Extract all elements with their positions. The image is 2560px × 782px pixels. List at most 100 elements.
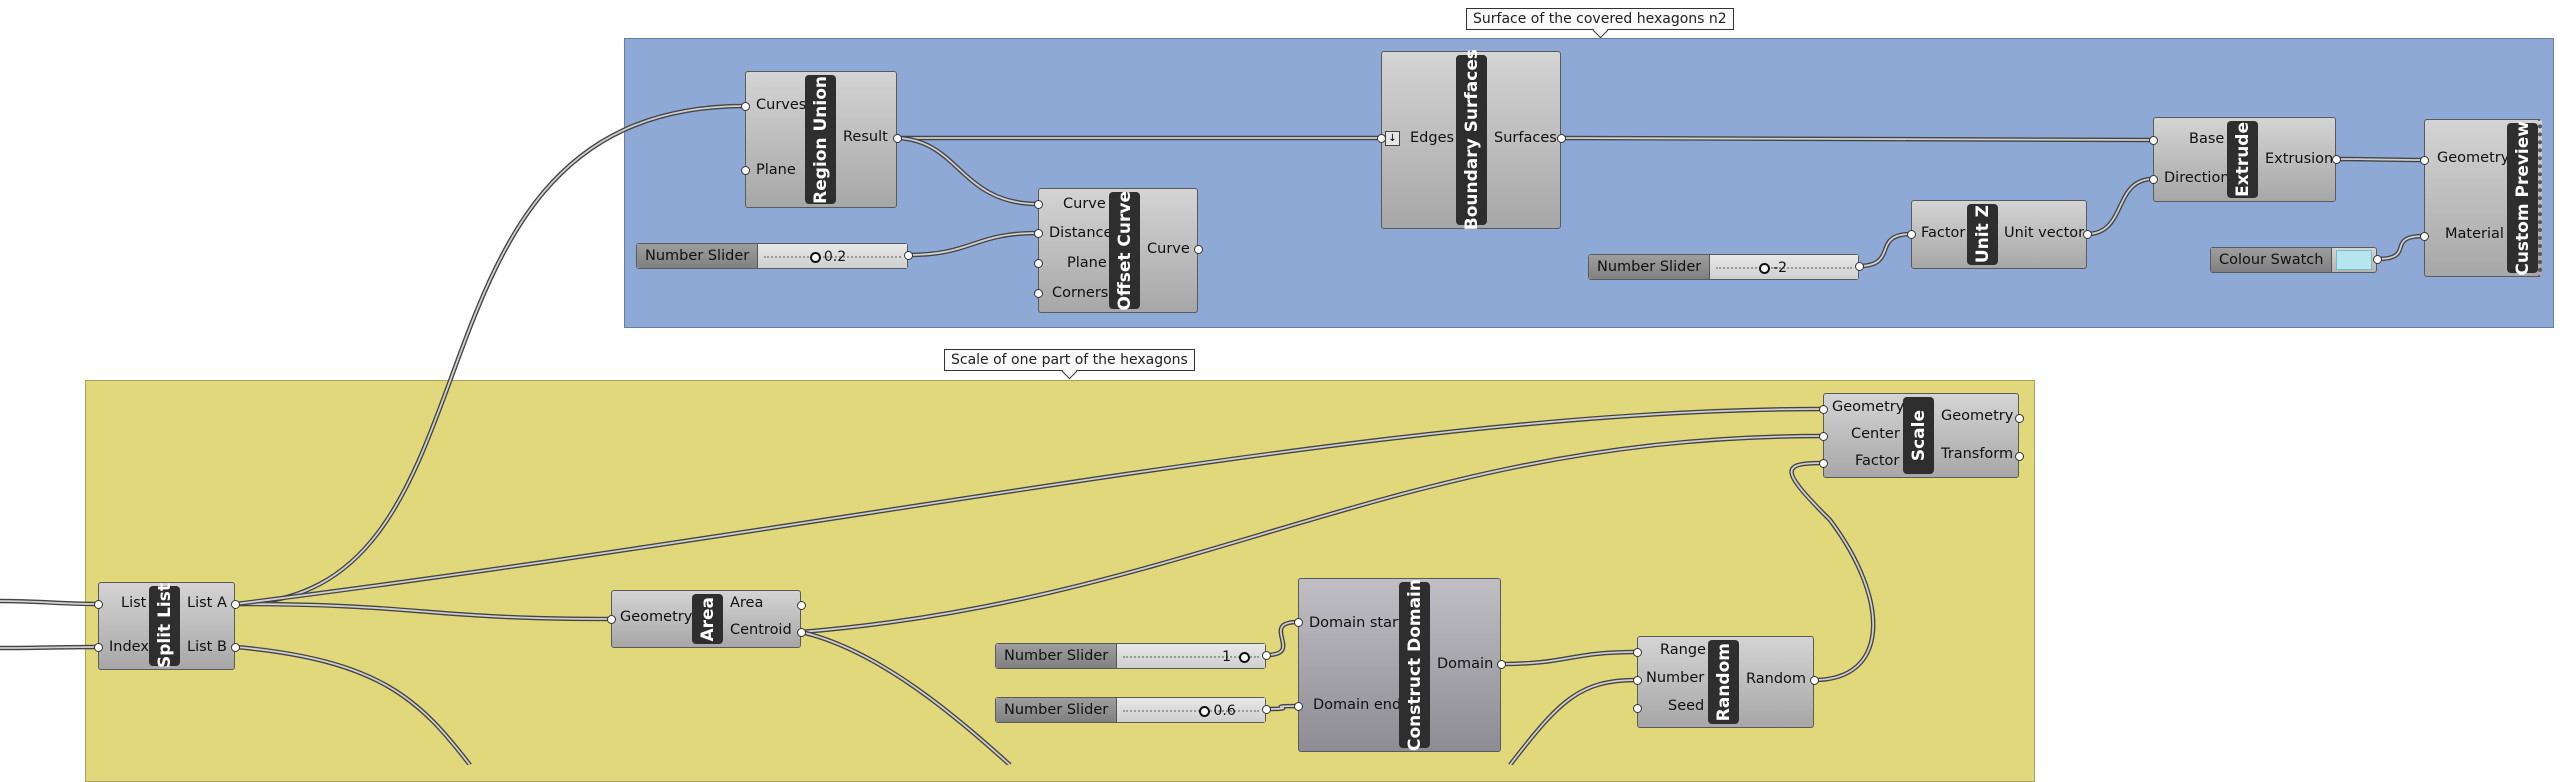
split-list-component[interactable]: List Index Split List List A List B — [98, 582, 235, 670]
port-label-centroid: Centroid — [730, 622, 792, 638]
construct-domain-output-domain[interactable] — [1497, 660, 1506, 669]
boundary-surfaces-title[interactable]: Boundary Surfaces — [1456, 49, 1487, 231]
port-label-transform: Transform — [1941, 446, 2014, 462]
offset-curve-output-curve[interactable] — [1194, 245, 1203, 254]
port-label-list-a: List A — [187, 595, 227, 611]
area-output-area[interactable] — [797, 601, 806, 610]
split-list-output-list-b[interactable] — [231, 643, 240, 652]
wire — [1265, 621, 1299, 656]
port-label-domain-start: Domain start — [1309, 615, 1404, 631]
wire — [235, 406, 1824, 607]
port-label-factor: Factor — [1921, 225, 1966, 241]
region-union-input-curves[interactable] — [741, 102, 750, 111]
slider-track[interactable]: -2 — [1710, 255, 1858, 279]
offset-curve-input-curve[interactable] — [1034, 200, 1043, 209]
extrude-component[interactable]: Base Direction Extrude Extrusion — [2153, 117, 2336, 202]
number-slider-domain-end[interactable]: Number Slider 0.6 — [995, 697, 1266, 723]
split-list-input-index[interactable] — [94, 643, 103, 652]
colour-swatch-output[interactable] — [2373, 255, 2382, 264]
random-input-range[interactable] — [1633, 648, 1642, 657]
region-union-title[interactable]: Region Union — [805, 75, 836, 204]
region-union-component[interactable]: Curves Plane Region Union Result — [745, 71, 897, 208]
extrude-input-direction[interactable] — [2149, 175, 2158, 184]
wire — [1265, 705, 1299, 710]
construct-domain-input-domain-start[interactable] — [1294, 618, 1303, 627]
extrude-output-extrusion[interactable] — [2332, 155, 2341, 164]
slider-knob[interactable] — [1239, 652, 1251, 663]
offset-curve-input-corners[interactable] — [1034, 289, 1043, 298]
random-input-seed[interactable] — [1633, 704, 1642, 713]
slider-value: -2 — [1773, 260, 1788, 276]
scale-title[interactable]: Scale — [1903, 397, 1934, 474]
split-list-title[interactable]: Split List — [149, 583, 180, 669]
offset-curve-input-distance[interactable] — [1034, 229, 1043, 238]
custom-preview-component[interactable]: Geometry Material Custom Preview — [2424, 119, 2542, 277]
offset-curve-component[interactable]: Curve Distance Plane Corners Offset Curv… — [1038, 188, 1198, 313]
slider-track[interactable]: 0.6 — [1117, 698, 1265, 722]
wire — [800, 435, 1824, 633]
swatch-color[interactable] — [2336, 250, 2372, 270]
split-list-input-list[interactable] — [94, 600, 103, 609]
extrude-input-base[interactable] — [2149, 136, 2158, 145]
wire — [1508, 677, 1638, 765]
offset-curve-input-plane[interactable] — [1034, 259, 1043, 268]
unit-z-title[interactable]: Unit Z — [1967, 204, 1998, 265]
unit-z-component[interactable]: Factor Unit Z Unit vector — [1911, 200, 2087, 269]
slider-knob[interactable] — [809, 252, 821, 263]
custom-preview-title[interactable]: Custom Preview — [2507, 121, 2538, 275]
number-slider-domain-start[interactable]: Number Slider 1 — [995, 643, 1266, 669]
random-component[interactable]: Range Number Seed Random Random — [1637, 636, 1814, 728]
wire — [907, 232, 1039, 256]
scale-output-geometry[interactable] — [2015, 414, 2024, 423]
number-slider-unitz-output[interactable] — [1855, 262, 1864, 271]
boundary-surfaces-component[interactable]: ↓ Edges Boundary Surfaces Surfaces — [1381, 49, 1561, 231]
slider-track[interactable]: 0.2 — [758, 244, 907, 268]
boundary-surfaces-output-surfaces[interactable] — [1557, 134, 1566, 143]
construct-domain-component[interactable]: Domain start Domain end Construct Domain… — [1298, 578, 1501, 752]
scale-component[interactable]: Geometry Center Factor Scale Geometry Tr… — [1823, 393, 2019, 478]
wire — [235, 103, 746, 607]
split-list-output-list-a[interactable] — [231, 600, 240, 609]
random-output-random[interactable] — [1810, 676, 1819, 685]
custom-preview-input-material[interactable] — [2420, 232, 2429, 241]
slider-knob[interactable] — [1199, 706, 1211, 717]
unit-z-input-factor[interactable] — [1907, 230, 1916, 239]
number-slider-offset-output[interactable] — [904, 251, 913, 260]
custom-preview-input-geometry[interactable] — [2420, 156, 2429, 165]
scale-input-geometry[interactable] — [1819, 405, 1828, 414]
number-slider-domain-end-output[interactable] — [1262, 705, 1271, 714]
random-title[interactable]: Random — [1708, 640, 1739, 724]
port-label-curve-out: Curve — [1147, 241, 1190, 257]
area-component[interactable]: Geometry Area Area Centroid — [611, 590, 801, 648]
scale-output-transform[interactable] — [2015, 452, 2024, 461]
random-input-number[interactable] — [1633, 676, 1642, 685]
wire — [235, 646, 471, 765]
colour-swatch[interactable]: Colour Swatch — [2210, 247, 2377, 273]
region-union-output-result[interactable] — [893, 134, 902, 143]
slider-knob[interactable] — [1759, 263, 1771, 274]
area-title[interactable]: Area — [692, 594, 723, 644]
port-label-domain-end: Domain end — [1313, 697, 1402, 713]
offset-curve-title[interactable]: Offset Curve — [1109, 191, 1140, 310]
number-slider-unitz[interactable]: Number Slider -2 — [1588, 254, 1859, 280]
construct-domain-title[interactable]: Construct Domain — [1399, 579, 1430, 751]
wire — [1790, 462, 1874, 681]
wire — [235, 105, 746, 605]
boundary-surfaces-input-edges[interactable] — [1377, 134, 1386, 143]
port-label-seed: Seed — [1668, 698, 1705, 714]
area-output-centroid[interactable] — [797, 628, 806, 637]
wire — [1560, 137, 2154, 141]
scale-input-center[interactable] — [1819, 432, 1828, 441]
construct-domain-input-domain-end[interactable] — [1294, 702, 1303, 711]
number-slider-domain-start-output[interactable] — [1262, 651, 1271, 660]
region-union-input-plane[interactable] — [741, 166, 750, 175]
scale-input-factor[interactable] — [1819, 459, 1828, 468]
number-slider-offset[interactable]: Number Slider 0.2 — [636, 243, 908, 269]
port-label-geometry-out: Geometry — [1941, 408, 2014, 424]
port-label-area: Area — [730, 595, 764, 611]
area-input-geometry[interactable] — [607, 615, 616, 624]
slider-track[interactable]: 1 — [1117, 644, 1265, 668]
unit-z-output-unit-vector[interactable] — [2083, 230, 2092, 239]
extrude-title[interactable]: Extrude — [2227, 121, 2258, 198]
